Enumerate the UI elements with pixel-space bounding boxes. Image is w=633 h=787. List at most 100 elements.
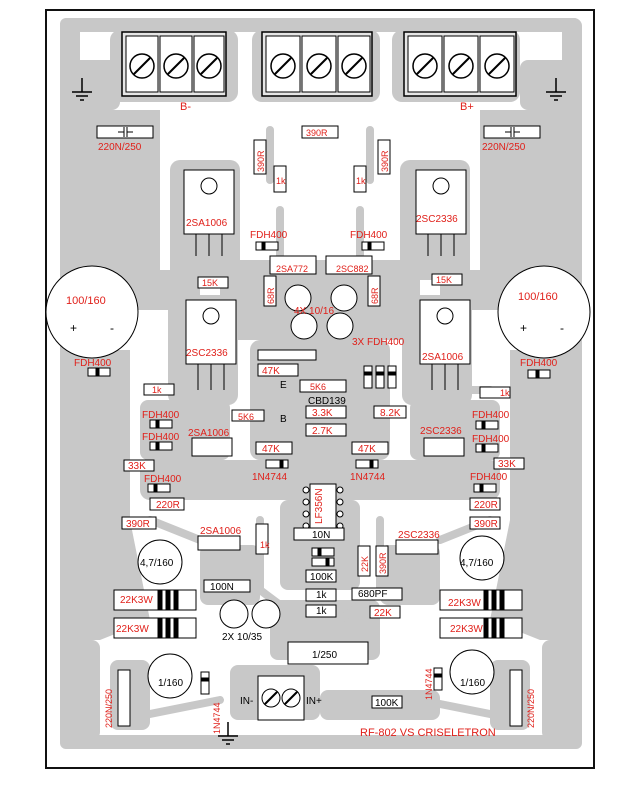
label-cap-bottom-left: 220N/250 — [104, 689, 114, 728]
label-r-top-left: 390R — [256, 150, 266, 172]
label-cap-top-left: 220N/250 — [98, 142, 142, 153]
capacitor-electrolytic-large — [45, 265, 591, 359]
label-cap-1-160-left: 1/160 — [158, 678, 183, 689]
label-q-driver-left: 2SA772 — [276, 264, 308, 274]
resistor — [371, 695, 403, 709]
label-cap-47-left: 4,7/160 — [140, 558, 174, 569]
input-label-negative: IN- — [240, 696, 253, 707]
capacitor-electrolytic — [147, 649, 495, 699]
capacitor-electrolytic-small — [219, 599, 281, 629]
resistor — [203, 523, 403, 619]
label-r-22k3w-la: 22K3W — [120, 595, 153, 606]
label-cap-1-250: 1/250 — [312, 650, 337, 661]
label-q-mid-left: 2SC2336 — [186, 348, 228, 359]
label-r-22k: 22K — [374, 608, 392, 619]
label-r-3k3: 3.3K — [312, 408, 333, 419]
label-r-47k-right: 47K — [358, 444, 376, 455]
label-d-left-b: FDH400 — [142, 432, 180, 443]
svg-text:+: + — [520, 321, 527, 335]
ic-dip8 — [302, 483, 344, 530]
transistor-driver — [269, 255, 373, 275]
label-cap-1-160-right: 1/160 — [460, 678, 485, 689]
label-caps-mid: 4X 10/16 — [294, 306, 334, 317]
label-r-390r-v: 390R — [378, 552, 388, 574]
label-d-mid-left: FDH400 — [74, 358, 112, 369]
label-zener-left: 1N4744 — [252, 472, 287, 483]
label-cap-big-left: 100/160 — [66, 295, 106, 307]
capacitor-electrolytic — [137, 535, 505, 585]
capacitor-electrolytic-small — [284, 284, 358, 340]
terminal-label-positive: B+ — [460, 101, 474, 113]
label-r-390r-left: 390R — [126, 519, 150, 530]
capacitor-film — [257, 349, 317, 361]
label-r-2k7: 2.7K — [312, 426, 333, 437]
svg-text:+: + — [70, 321, 77, 335]
label-d-right-c: FDH400 — [470, 472, 508, 483]
label-d-top-right: FDH400 — [350, 230, 388, 241]
diode — [87, 365, 551, 389]
label-q-low-right: 2SC2336 — [398, 530, 440, 541]
ground-icon — [72, 78, 566, 745]
label-r-1k-mid-left: 1k — [152, 385, 162, 395]
diode — [149, 419, 499, 453]
label-r-68r-left: 68R — [266, 287, 276, 304]
label-d-top-left: FDH400 — [250, 230, 288, 241]
diode-zener — [200, 667, 443, 695]
transistor-to220 — [185, 299, 471, 390]
resistor — [123, 441, 525, 472]
label-q-low-left: 2SA1006 — [200, 526, 242, 537]
label-q-bd139: CBD139 — [308, 396, 346, 407]
label-r-1k-low: 1k — [260, 540, 270, 550]
terminal-block-right — [403, 31, 517, 97]
transistor-small — [191, 437, 465, 457]
svg-text:B: B — [280, 414, 287, 425]
label-r-1k-right: 1k — [356, 176, 366, 186]
label-r-22k-v: 22K — [360, 556, 370, 572]
svg-text:-: - — [110, 321, 114, 335]
label-r-15k-left: 15K — [202, 278, 218, 288]
label-zener-bottom-left: 1N4744 — [212, 702, 222, 734]
resistor — [197, 273, 463, 307]
capacitor-film — [96, 125, 541, 139]
label-r-220r-left: 220R — [156, 500, 180, 511]
input-label-positive: IN+ — [306, 696, 322, 707]
diode — [311, 547, 335, 567]
label-ic: LF356N — [314, 488, 325, 524]
svg-text:E: E — [280, 380, 287, 391]
board-frame — [45, 9, 595, 769]
resistor — [121, 497, 501, 530]
label-r-22k3w-lb: 22K3W — [116, 624, 149, 635]
label-r-100k: 100K — [310, 572, 334, 583]
label-r-10n: 10N — [312, 530, 330, 541]
label-r-220r-right: 220R — [474, 500, 498, 511]
diode-zener — [265, 459, 379, 469]
label-r-1k-mid-right: 1k — [500, 388, 510, 398]
label-d-left-a: FDH400 — [142, 410, 180, 421]
label-q-small-left: 2SA1006 — [188, 428, 230, 439]
label-r-33k-right: 33K — [498, 459, 516, 470]
input-connector — [257, 675, 305, 721]
label-zener-bottom-right: 1N4744 — [424, 668, 434, 700]
label-cap-bottom-right: 220N/250 — [526, 689, 536, 728]
label-r-22k3w-ra: 22K3W — [448, 598, 481, 609]
diode — [255, 241, 385, 251]
label-zener-right: 1N4744 — [350, 472, 385, 483]
label-d-left-c: FDH400 — [144, 474, 182, 485]
diode — [147, 483, 497, 493]
label-r-47k-left: 47K — [262, 444, 280, 455]
label-caps-10-35: 2X 10/35 — [222, 632, 262, 643]
label-r-8k2: 8.2K — [380, 408, 401, 419]
label-r-top-right: 390R — [380, 150, 390, 172]
label-cap-47-right: 4,7/160 — [460, 558, 494, 569]
label-r-22k3w-rb: 22K3W — [450, 624, 483, 635]
label-r-390r-right: 390R — [474, 519, 498, 530]
label-q-small-right: 2SC2336 — [420, 426, 462, 437]
label-d-right-b: FDH400 — [472, 434, 510, 445]
label-r-1k-a: 1k — [316, 590, 328, 601]
resistor-power — [113, 589, 523, 639]
label-q-top-left: 2SA1006 — [186, 218, 228, 229]
terminal-block-middle — [261, 31, 373, 97]
label-cap-top-right: 220N/250 — [482, 142, 526, 153]
transistor-to220 — [183, 169, 467, 256]
